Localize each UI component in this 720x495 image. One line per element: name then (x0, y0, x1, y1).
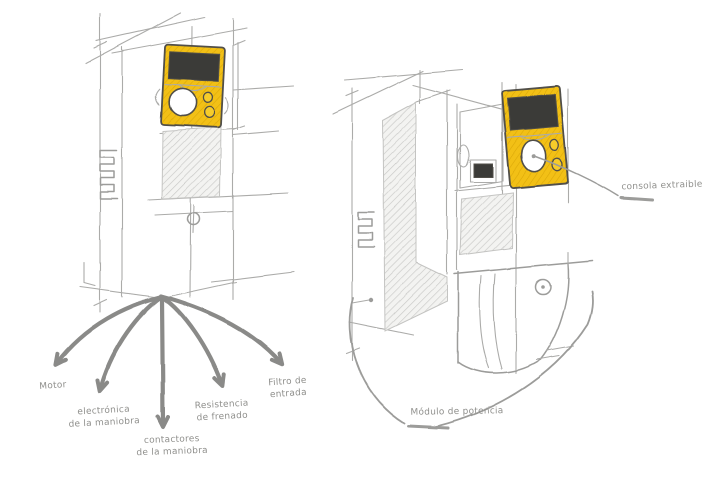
console-screen (167, 51, 221, 82)
dimension-squiggle (357, 211, 375, 248)
dimension-squiggle (99, 149, 118, 200)
right-cabinet-sketch (332, 69, 654, 430)
consola-label-underline (619, 196, 654, 202)
side-panel (382, 101, 448, 332)
modulo-label-underline (406, 424, 450, 430)
power-module-box (453, 251, 593, 374)
callout-electronica-maniobra: electrónica de la maniobra (68, 404, 141, 430)
fan-knob (534, 278, 552, 296)
power-module-leader-curve (437, 290, 594, 427)
callout-modulo-potencia: Módulo de potencia (410, 406, 504, 418)
callout-contactores-maniobra: contactores de la maniobra (136, 434, 209, 458)
console-knob (168, 88, 197, 117)
callout-filtro-entrada: Filtro de entrada (268, 375, 308, 400)
console-dock (456, 103, 504, 189)
control-console (155, 43, 230, 129)
console-button (203, 106, 215, 119)
control-console-extracted (501, 85, 569, 189)
callout-arrow (155, 295, 170, 429)
lock-detail (186, 204, 201, 234)
left-cabinet-sketch (79, 12, 295, 313)
console-button (549, 139, 560, 152)
construction-lines (79, 12, 295, 313)
console-button (202, 92, 214, 104)
callout-arrow (53, 294, 163, 367)
callout-arrow (159, 294, 226, 388)
consola-leader-line (533, 155, 619, 197)
callout-arrows (53, 293, 284, 429)
callout-arrow (158, 293, 284, 366)
power-module-leader-curve (348, 297, 405, 424)
console-screen (506, 93, 559, 132)
callout-arrow (95, 294, 164, 393)
dock-display (473, 163, 493, 178)
vent-panel (459, 192, 514, 256)
vent-panel (161, 126, 222, 200)
